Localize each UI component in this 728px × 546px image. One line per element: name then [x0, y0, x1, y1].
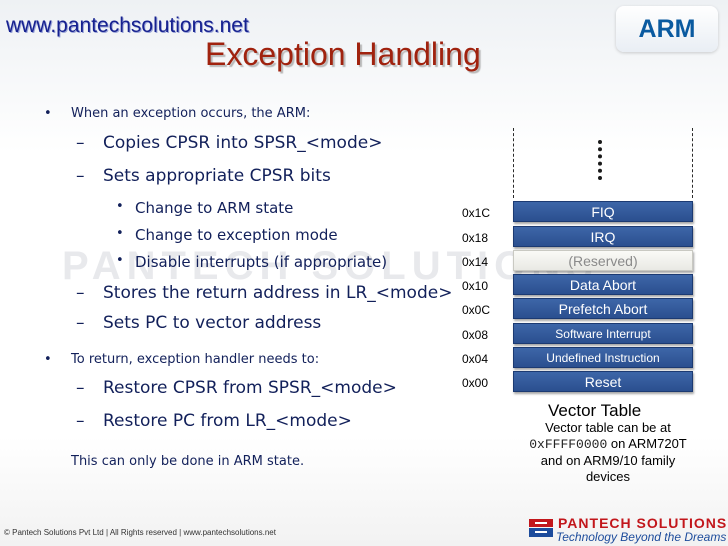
vector-address: 0x0C	[462, 303, 491, 317]
vector-row-reset: Reset	[513, 371, 693, 392]
intro-item: • When an exception occurs, the ARM:	[44, 106, 311, 121]
table-guide-line-left	[513, 128, 514, 198]
arm-logo-text: ARM	[638, 14, 696, 43]
sub-step-item: • Disable interrupts (if appropriate)	[116, 253, 388, 271]
sub-step-text: Change to exception mode	[135, 226, 338, 244]
footer-copyright: © Pantech Solutions Pvt Ltd | All Rights…	[4, 528, 276, 537]
vector-address: 0x1C	[462, 206, 491, 220]
pantech-tagline: Technology Beyond the Dreams	[556, 530, 727, 544]
arm-state-note: This can only be done in ARM state.	[71, 454, 305, 469]
vector-address: 0x04	[462, 352, 489, 366]
table-guide-line-right	[692, 128, 693, 198]
vector-label: Prefetch Abort	[558, 301, 648, 317]
dash-icon: –	[76, 313, 85, 333]
pantech-logo: PANTECH SOLUTIONS Technology Beyond the …	[528, 515, 728, 544]
continuation-dots	[598, 140, 602, 180]
dash-icon: –	[76, 133, 85, 153]
step-item: – Copies CPSR into SPSR_<mode>	[76, 133, 383, 153]
bullet-icon: •	[116, 253, 124, 268]
note-address-suffix: on ARM720T	[610, 436, 687, 451]
vector-address: 0x10	[462, 279, 489, 293]
note-line: and on ARM9/10 family	[540, 453, 676, 468]
step-item: – Sets appropriate CPSR bits	[76, 166, 331, 186]
vector-label: FIQ	[591, 204, 615, 220]
vector-row-undefined: Undefined Instruction	[513, 347, 693, 368]
vector-table-caption: Vector Table	[548, 401, 642, 420]
vector-row-irq: IRQ	[513, 226, 693, 247]
sub-step-item: • Change to ARM state	[116, 199, 294, 217]
vector-label: (Reserved)	[568, 253, 638, 269]
bullet-icon: •	[44, 352, 52, 367]
vector-address: 0x18	[462, 231, 489, 245]
dash-icon: –	[76, 166, 85, 186]
return-intro-text: To return, exception handler needs to:	[71, 352, 320, 367]
intro-text: When an exception occurs, the ARM:	[71, 106, 311, 121]
sub-step-item: • Change to exception mode	[116, 226, 338, 244]
bullet-icon: •	[116, 226, 124, 241]
vector-row-swi: Software Interrupt	[513, 323, 693, 344]
note-address: 0xFFFF0000	[529, 437, 608, 452]
site-url: www.pantechsolutions.net	[6, 14, 249, 37]
vector-address: 0x14	[462, 255, 489, 269]
step-item: – Stores the return address in LR_<mode>	[76, 283, 453, 303]
vector-address: 0x08	[462, 328, 489, 342]
bullet-icon: •	[44, 106, 52, 121]
note-line: devices	[585, 469, 631, 484]
bullet-icon: •	[116, 199, 124, 214]
vector-label: Software Interrupt	[555, 327, 651, 341]
vector-label: Reset	[584, 374, 622, 390]
dash-icon: –	[76, 411, 85, 431]
step-text: Sets appropriate CPSR bits	[103, 166, 331, 186]
vector-address: 0x00	[462, 376, 489, 390]
vector-row-reserved: (Reserved)	[513, 250, 693, 271]
step-text: Sets PC to vector address	[103, 313, 322, 333]
arm-logo: ARM	[616, 6, 718, 52]
note-line: 0xFFFF0000 on ARM720T	[490, 436, 726, 453]
vector-label: IRQ	[590, 229, 616, 245]
vector-table-note: Vector table can be at 0xFFFF0000 on ARM…	[490, 420, 726, 485]
pantech-mark-icon	[529, 519, 553, 537]
step-text: Copies CPSR into SPSR_<mode>	[103, 133, 383, 153]
return-step-text: Restore CPSR from SPSR_<mode>	[103, 378, 397, 398]
step-item: – Sets PC to vector address	[76, 313, 322, 333]
vector-row-fiq: FIQ	[513, 201, 693, 222]
dash-icon: –	[76, 378, 85, 398]
return-step-item: – Restore CPSR from SPSR_<mode>	[76, 378, 397, 398]
sub-step-text: Disable interrupts (if appropriate)	[135, 253, 388, 271]
return-intro-item: • To return, exception handler needs to:	[44, 352, 320, 367]
note-line: Vector table can be at	[545, 420, 671, 435]
vector-row-data-abort: Data Abort	[513, 274, 693, 295]
sub-step-text: Change to ARM state	[135, 199, 294, 217]
slide-title: Exception Handling	[205, 36, 481, 72]
step-text: Stores the return address in LR_<mode>	[103, 283, 453, 303]
vector-row-prefetch-abort: Prefetch Abort	[513, 298, 693, 319]
return-step-item: – Restore PC from LR_<mode>	[76, 411, 352, 431]
return-step-text: Restore PC from LR_<mode>	[103, 411, 352, 431]
dash-icon: –	[76, 283, 85, 303]
pantech-brand: PANTECH SOLUTIONS	[558, 515, 728, 531]
vector-label: Data Abort	[569, 277, 637, 293]
vector-label: Undefined Instruction	[546, 351, 660, 365]
watermark: PANTECH SOLUTIONS	[62, 244, 599, 288]
